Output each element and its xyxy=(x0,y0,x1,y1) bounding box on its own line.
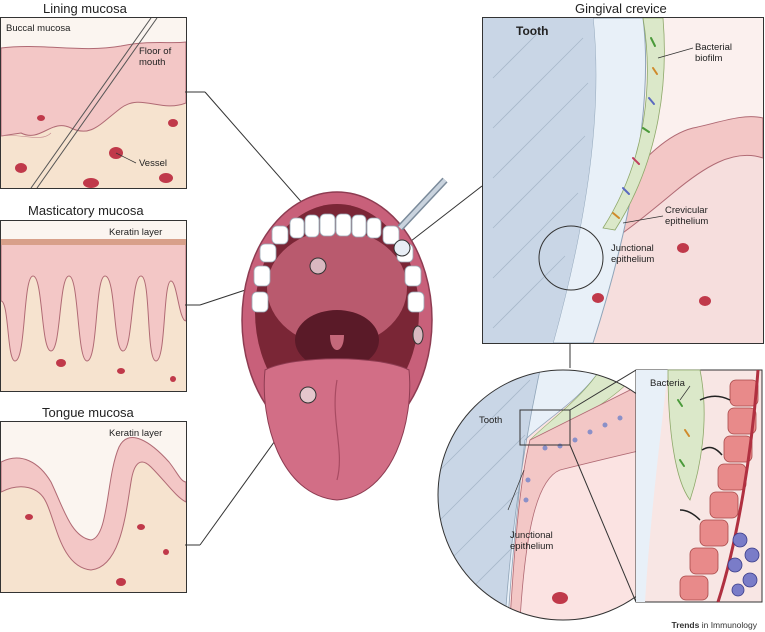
immune-cells xyxy=(727,532,760,597)
tongue-mucosa-illustration xyxy=(1,422,186,592)
vessel xyxy=(552,592,568,604)
vessel xyxy=(699,296,711,306)
vessel xyxy=(592,293,604,303)
masticatory-mucosa-title: Masticatory mucosa xyxy=(28,203,144,218)
masticatory-mucosa-illustration xyxy=(1,221,186,391)
indicator-crevice xyxy=(393,239,411,257)
floor-of-mouth-label: Floor of mouth xyxy=(139,46,172,68)
gingival-crevice-panel: Tooth Bacterial biofilm Crevicular epith… xyxy=(482,17,764,344)
vessel xyxy=(25,514,33,520)
tongue-keratin-label: Keratin layer xyxy=(109,428,163,439)
zoom-tooth-label: Tooth xyxy=(479,415,503,426)
bacteria-label: Bacteria xyxy=(650,378,685,389)
epithelial-cells xyxy=(679,379,759,601)
buccal-mucosa-label: Buccal mucosa xyxy=(6,23,71,34)
vessel xyxy=(116,578,126,586)
cell-detail-inset xyxy=(635,369,763,603)
crevicular-epithelium xyxy=(582,116,763,254)
indicator-masticatory xyxy=(309,257,327,275)
junctional-epithelium-label: Junctional epithelium xyxy=(611,243,655,265)
masticatory-epithelium xyxy=(1,242,186,362)
zoom-junctional-label: Junctional epithelium xyxy=(510,530,554,552)
tongue-mucosa-panel: Keratin layer xyxy=(0,421,187,593)
bacterial-biofilm xyxy=(602,18,665,231)
keratin-layer xyxy=(1,239,186,245)
upper-teeth xyxy=(251,213,425,313)
indicator-lining xyxy=(412,325,424,345)
zoom-circle xyxy=(538,225,604,291)
crevicular-epithelium-label: Crevicular epithelium xyxy=(665,205,709,227)
tongue-epithelium xyxy=(1,437,186,571)
tongue-mucosa-title: Tongue mucosa xyxy=(42,405,134,420)
palate xyxy=(267,230,407,346)
masticatory-mucosa-panel: Keratin layer xyxy=(0,220,187,392)
tooth-label: Tooth xyxy=(516,24,549,38)
lining-mucosa-title: Lining mucosa xyxy=(43,1,127,16)
vessel xyxy=(15,163,27,173)
lining-mucosa-panel: Buccal mucosa Floor of mouth Vessel xyxy=(0,17,187,189)
tooth-root xyxy=(483,18,596,343)
gingival-crevice-illustration xyxy=(483,18,763,343)
lining-epithelium xyxy=(1,41,186,137)
vessel xyxy=(163,549,169,555)
lining-mucosa-illustration xyxy=(1,18,186,188)
zoom-junctional-epithelium xyxy=(509,379,688,620)
keratin-layer-label: Keratin layer xyxy=(109,227,163,238)
vessel xyxy=(56,359,66,367)
vessel xyxy=(677,243,689,253)
journal-brand-rest: in Immunology xyxy=(699,620,757,630)
vessel xyxy=(170,376,176,382)
lips xyxy=(241,191,433,449)
vessel xyxy=(168,119,178,127)
vessel xyxy=(159,173,173,183)
vessel-label: Vessel xyxy=(139,158,167,169)
vessel xyxy=(37,115,45,121)
journal-brand: Trends xyxy=(671,620,700,630)
vessel xyxy=(117,368,125,374)
indicator-tongue xyxy=(299,386,317,404)
tongue xyxy=(263,358,411,501)
vessel xyxy=(137,524,145,530)
zoom-detail-box xyxy=(519,409,571,446)
vessel xyxy=(83,178,99,188)
uvula xyxy=(330,335,344,350)
journal-footer: Trends in Immunology xyxy=(671,620,757,630)
biofilm-label: Bacterial biofilm xyxy=(695,42,732,64)
gingival-crevice-title: Gingival crevice xyxy=(575,1,667,16)
